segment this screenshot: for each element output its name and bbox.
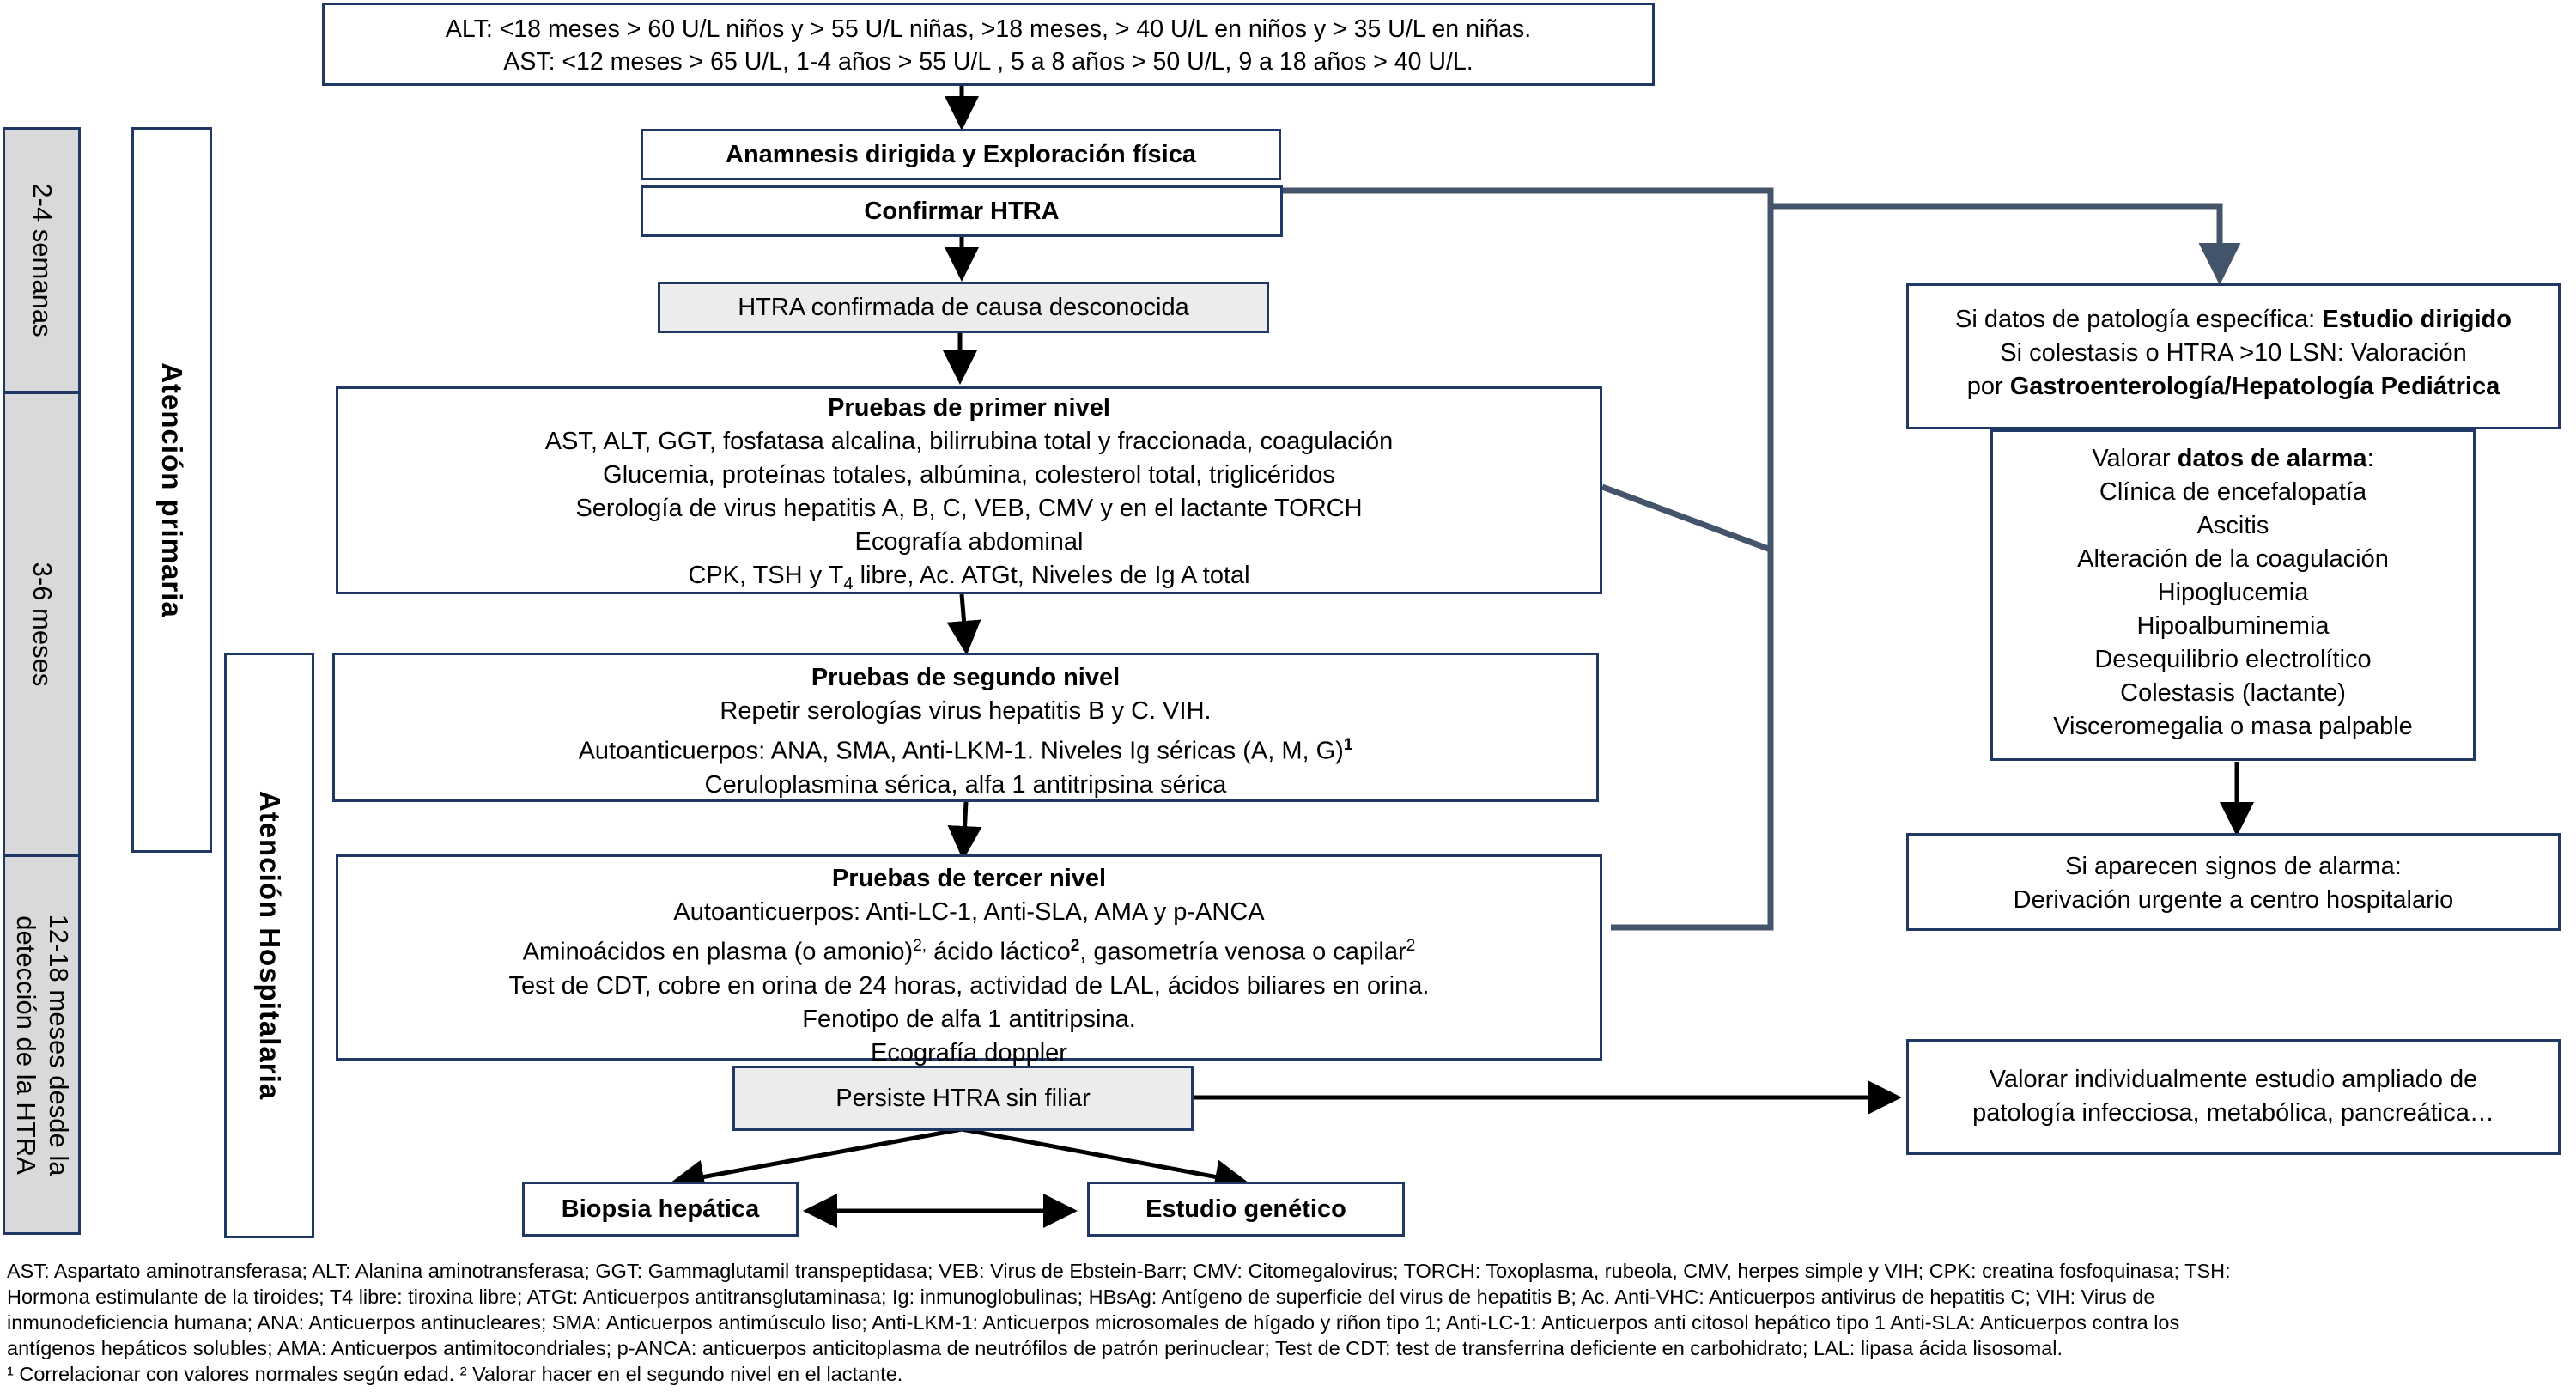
second-level-title: Pruebas de segundo nivel (811, 664, 1121, 691)
hospital-care-band: Atención Hospitalaria (224, 653, 314, 1238)
alarm-title: Valorar datos de alarma: (2092, 445, 2374, 472)
alt-reference: ALT: <18 meses > 60 U/L niños y > 55 U/L… (445, 15, 1532, 43)
alarm-item: Colestasis (lactante) (2120, 679, 2346, 707)
second-level-tests-box: Pruebas de segundo nivel Repetir serolog… (332, 653, 1599, 802)
first-level-tests-box: Pruebas de primer nivel AST, ALT, GGT, f… (336, 386, 1602, 594)
footnote-line: AST: Aspartato aminotransferasa; ALT: Al… (7, 1260, 2231, 1282)
line-confirm-to-right (1282, 187, 1774, 931)
alarm-item: Clínica de encefalopatía (2099, 478, 2367, 506)
htra-confirmed-box: HTRA confirmada de causa desconocida (658, 282, 1269, 333)
timeline-period-3: 12-18 meses desde la detección de la HTR… (3, 854, 81, 1235)
primary-care-label: Atención primaria (156, 362, 188, 618)
first-level-title: Pruebas de primer nivel (828, 394, 1110, 422)
timeline-label-12-18-meses: 12-18 meses desde la detección de la HTR… (10, 913, 74, 1176)
persist-htra-box: Persiste HTRA sin filiar (732, 1066, 1194, 1131)
arrow-trunk-to-specific (1771, 203, 2241, 285)
second-level-line: Repetir serologías virus hepatitis B y C… (720, 697, 1212, 725)
arrow-persist-to-genetic (961, 1127, 1249, 1194)
arrow-second-to-third (947, 801, 982, 860)
timeline-period-2: 3-6 meses (3, 392, 81, 856)
first-level-line: Ecografía abdominal (854, 528, 1084, 556)
primary-care-band: Atención primaria (131, 127, 212, 853)
third-level-title: Pruebas de tercer nivel (831, 865, 1107, 892)
first-level-line: Serología de virus hepatitis A, B, C, VE… (575, 495, 1363, 522)
arrow-persist-to-biopsy (670, 1127, 963, 1194)
second-level-line: Ceruloplasmina sérica, alfa 1 antitripsi… (704, 770, 1227, 799)
footnote-line: Hormona estimulante de la tiroides; T4 l… (7, 1286, 2155, 1308)
alarm-item: Desequilibrio electrolítico (2094, 646, 2372, 673)
alarm-item: Visceromegalia o masa palpable (2053, 713, 2413, 740)
alarm-item: Hipoglucemia (2157, 579, 2309, 606)
abbreviations-footnote: AST: Aspartato aminotransferasa; ALT: Al… (7, 1258, 2566, 1387)
alarm-item: Hipoalbuminemia (2136, 612, 2330, 640)
first-level-line-last: CPK, TSH y T4 libre, Ac. ATGt, Niveles d… (688, 562, 1250, 593)
line-first-to-trunk (1601, 483, 1772, 553)
specific-pathology-box: Si datos de patología específica: Estudi… (1906, 283, 2561, 429)
timeline-period-1: 2-4 semanas (3, 127, 81, 393)
liver-biopsy-box: Biopsia hepática (522, 1182, 799, 1237)
footnote-line: antígenos hepáticos solubles; AMA: Antic… (7, 1337, 2063, 1359)
timeline-label-2-4-semanas: 2-4 semanas (27, 183, 58, 337)
reference-values-box: ALT: <18 meses > 60 U/L niños y > 55 U/L… (322, 3, 1655, 86)
third-level-tests-box: Pruebas de tercer nivel Autoanticuerpos:… (336, 854, 1602, 1067)
anamnesis-box: Anamnesis dirigida y Exploración física (641, 129, 1281, 180)
extended-study-box: Valorar individualmente estudio ampliado… (1906, 1039, 2561, 1155)
footnote-line: inmunodeficiencia humana; ANA: Anticuerp… (7, 1311, 2180, 1334)
timeline-label-3-6-meses: 3-6 meses (27, 562, 58, 686)
second-level-line: Autoanticuerpos: ANA, SMA, Anti-LKM-1. N… (578, 736, 1353, 765)
alarm-item: Ascitis (2196, 512, 2269, 539)
third-level-line: Ecografía doppler (871, 1038, 1067, 1067)
confirm-htra-box: Confirmar HTRA (641, 185, 1283, 237)
hospital-care-label: Atención Hospitalaria (253, 790, 286, 1101)
footnote-line: ¹ Correlacionar con valores normales seg… (7, 1363, 903, 1385)
third-level-line: Test de CDT, cobre en orina de 24 horas,… (508, 971, 1430, 1000)
alarm-data-box: Valorar datos de alarma: Clínica de ence… (1990, 429, 2476, 761)
third-level-line: Fenotipo de alfa 1 antitripsina. (802, 1005, 1136, 1033)
first-level-line: Glucemia, proteínas totales, albúmina, c… (603, 461, 1335, 489)
urgent-referral-box: Si aparecen signos de alarma: Derivación… (1906, 833, 2561, 931)
third-level-line: Autoanticuerpos: Anti-LC-1, Anti-SLA, AM… (673, 898, 1265, 926)
third-level-line: Aminoácidos en plasma (o amonio)2, ácido… (522, 937, 1416, 966)
arrow-first-to-second (946, 593, 981, 655)
genetic-study-box: Estudio genético (1087, 1182, 1405, 1237)
first-level-line: AST, ALT, GGT, fosfatasa alcalina, bilir… (544, 428, 1394, 455)
ast-reference: AST: <12 meses > 65 U/L, 1-4 años > 55 U… (503, 48, 1473, 76)
alarm-item: Alteración de la coagulación (2077, 545, 2389, 573)
